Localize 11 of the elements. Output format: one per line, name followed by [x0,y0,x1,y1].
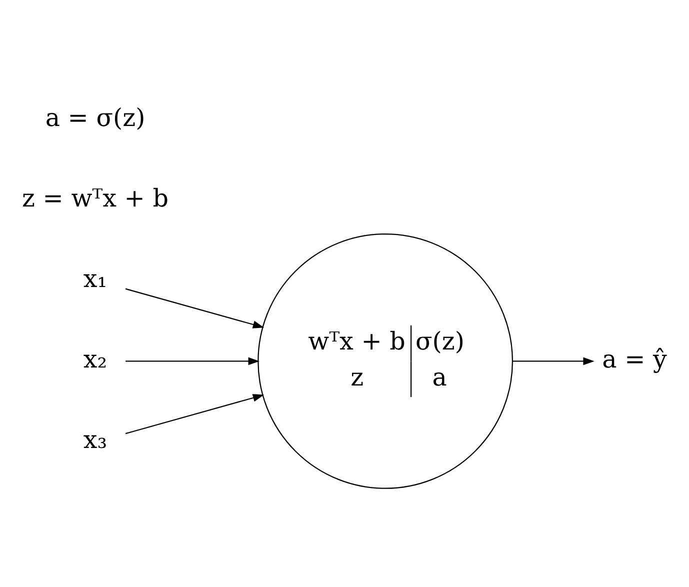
arrow [125,394,264,434]
node-text: a = ŷ [602,344,667,373]
node-text: x₂ [83,344,108,373]
node-text: x₃ [83,424,108,454]
node-circle: wᵀx + b σ(z) z a [258,232,514,488]
label: a = σ(z) [45,102,146,132]
label: z = wᵀx + b [22,182,168,212]
arrow [125,288,264,328]
arrow [512,356,594,365]
node-text: x₁ [83,263,108,292]
arrow [126,356,260,365]
